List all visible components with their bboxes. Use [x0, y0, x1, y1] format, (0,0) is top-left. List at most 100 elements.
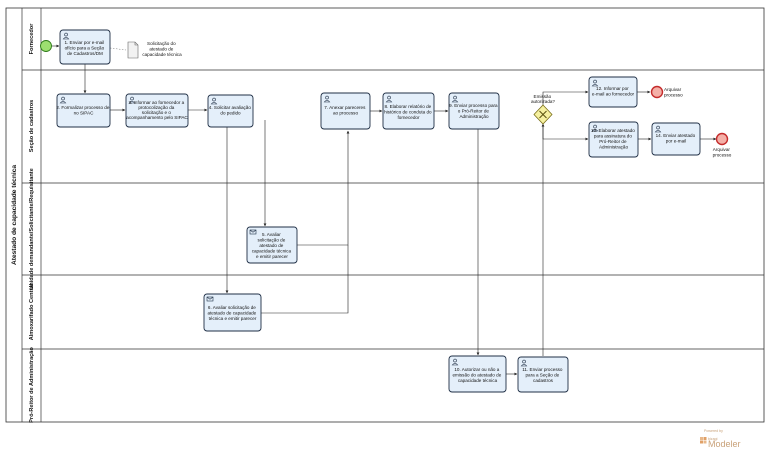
end-event-label-line: processo: [664, 93, 683, 98]
user-icon: [520, 359, 528, 367]
user-icon: [451, 95, 459, 103]
task-1[interactable]: 1. Enviar por e-mail ofício para a Seção…: [59, 29, 111, 65]
gateway-label-line: Emissão: [534, 94, 552, 99]
lane-label-almox: Almoxarifado Central: [29, 283, 35, 340]
lane-label-unidade: Unidade demandante/Solicitante/Requisita…: [29, 168, 35, 290]
task-label: 5. Avaliar solicitação de atestado de ca…: [252, 232, 293, 259]
task-label: 14. Enviar atestado por e-mail: [656, 133, 697, 144]
task-label-line: 2. Formalizar processo de: [56, 105, 110, 110]
task-label-line: no SIPAC: [74, 111, 95, 116]
start-event[interactable]: [40, 40, 52, 52]
bizagi-logo-icon: [700, 437, 707, 444]
task-label-line: emissão do atestado de: [452, 373, 501, 378]
task-label-line: ao processo: [333, 111, 358, 116]
user-icon: [323, 95, 331, 103]
task-label: 10. Autorizar ou não a emissão do atesta…: [452, 367, 502, 383]
task-label-line: para assinatura do: [594, 134, 632, 139]
task-label-line: o Pró-Reitor de: [458, 109, 490, 114]
task-label: 6. Avaliar solicitação de atestado de ca…: [207, 305, 257, 321]
task-label-line: capacidade técnica: [252, 249, 292, 254]
task-label-line: 1. Enviar por e-mail: [64, 40, 104, 45]
task-label-line: 5. Avaliar: [262, 232, 281, 237]
task-3[interactable]: 3. Informar ao fornecedor a protocolizaç…: [125, 93, 189, 128]
task-label-line: 4. Solicitar avaliação: [209, 105, 252, 110]
pool-title: Atestado de capacidade técnica: [11, 165, 18, 265]
task-label: 3. Informar ao fornecedor a protocolizaç…: [126, 100, 188, 120]
mail-icon: [206, 296, 214, 302]
task-label-line: e emitir parecer: [256, 254, 288, 259]
task-label-line: solicitação de: [257, 238, 285, 243]
task-label-line: 6. Avaliar solicitação de: [208, 305, 256, 310]
task-label-line: para a Seção de: [526, 373, 560, 378]
user-icon: [591, 124, 599, 132]
task-2[interactable]: 2. Formalizar processo de no SIPAC: [56, 93, 111, 128]
task-label-line: histórico de conduta do: [384, 110, 432, 115]
end-event-label-line: Arquivar: [713, 147, 731, 152]
task-label-line: protocolização da: [138, 105, 174, 110]
task-6[interactable]: 6. Avaliar solicitação de atestado de ca…: [203, 293, 262, 332]
lane-label-fornecedor: Fornecedor: [29, 23, 35, 55]
task-label-line: e-mail ao fornecedor: [592, 92, 635, 97]
task-10[interactable]: 10. Autorizar ou não a emissão do atesta…: [448, 355, 507, 393]
task-label-line: fornecedor: [398, 115, 420, 120]
task-label: 12. Informar por e-mail ao fornecedor: [592, 86, 635, 97]
task-7[interactable]: 7. Anexar pareceres ao processo: [320, 92, 371, 130]
end-event-label-line: processo: [713, 153, 732, 158]
task-label: 1. Enviar por e-mail ofício para a Seção…: [64, 40, 105, 56]
task-label-line: 13. Elaborar atestado: [591, 128, 635, 133]
user-icon: [385, 95, 393, 103]
user-icon: [591, 79, 599, 87]
pool-frame: [5, 7, 765, 423]
document-artifact: Solicitação do atestado de capacidade té…: [127, 41, 182, 59]
watermark-brand: Modeler: [708, 439, 741, 449]
end-event-1[interactable]: Arquivar processo: [650, 85, 684, 99]
gateway-label-line: autorizada?: [531, 99, 555, 104]
gateway-label: Emissão autorizada?: [531, 94, 555, 104]
end-event-2[interactable]: Arquivar processo: [713, 132, 732, 158]
task-label-line: capacidade técnica: [458, 378, 498, 383]
task-label-line: acompanhamento pelo SIPAC: [126, 115, 188, 120]
task-label-line: 3. Informar ao fornecedor a: [129, 100, 185, 105]
mail-icon: [249, 229, 257, 235]
task-label-line: cadastros: [533, 378, 554, 383]
user-icon: [654, 125, 662, 133]
task-label: 8. Elaborar relatório de histórico de co…: [384, 104, 433, 120]
task-8[interactable]: 8. Elaborar relatório de histórico de co…: [382, 92, 435, 130]
user-icon: [451, 358, 459, 366]
task-5[interactable]: 5. Avaliar solicitação de atestado de ca…: [246, 226, 298, 264]
task-label: 7. Anexar pareceres ao processo: [324, 105, 366, 116]
task-label-line: 7. Anexar pareceres: [324, 105, 366, 110]
task-label-line: atestado de: [259, 243, 283, 248]
watermark-brand-small: bizagi: [708, 437, 718, 441]
task-11[interactable]: 11. Enviar processo para a Seção de cada…: [517, 356, 569, 393]
task-label-line: 14. Enviar atestado: [656, 133, 696, 138]
user-icon: [128, 96, 136, 104]
task-label: 9. Enviar processo para o Pró-Reitor de …: [449, 103, 499, 119]
task-label-line: do pedido: [220, 111, 241, 116]
document-label-line: atestado de: [149, 47, 173, 52]
end-event-label-line: Arquivar: [664, 87, 682, 92]
task-label-line: Administração: [599, 145, 629, 150]
task-label-line: solicitação e o: [142, 110, 172, 115]
task-14[interactable]: 14. Enviar atestado por e-mail: [651, 122, 701, 156]
task-9[interactable]: 9. Enviar processo para o Pró-Reitor de …: [448, 92, 500, 130]
task-13[interactable]: 13. Elaborar atestado para assinatura do…: [588, 121, 639, 158]
document-association: [109, 47, 127, 51]
task-12[interactable]: 12. Informar por e-mail ao fornecedor: [588, 76, 638, 108]
task-label-line: Pró-Reitor de: [599, 139, 627, 144]
end-event-label: Arquivar processo: [664, 87, 683, 98]
exclusive-gateway[interactable]: Emissão autorizada?: [531, 94, 555, 125]
task-label-line: 12. Informar por: [596, 86, 629, 91]
task-label-line: Administração: [459, 114, 489, 119]
task-label: 11. Enviar processo para a Seção de cada…: [522, 367, 564, 383]
task-4[interactable]: 4. Solicitar avaliação do pedido: [207, 94, 254, 128]
task-label-line: 8. Elaborar relatório de: [384, 104, 431, 109]
document-label-line: Solicitação do: [147, 41, 176, 46]
task-label-line: por e-mail: [666, 139, 686, 144]
task-label: 2. Formalizar processo de no SIPAC: [56, 105, 110, 116]
user-icon: [210, 97, 218, 105]
document-label-line: capacidade técnica: [142, 52, 182, 57]
lane-label-proreitor: Pró-Reitor de Administração: [29, 347, 35, 423]
task-label-line: 9. Enviar processo para: [449, 103, 498, 108]
